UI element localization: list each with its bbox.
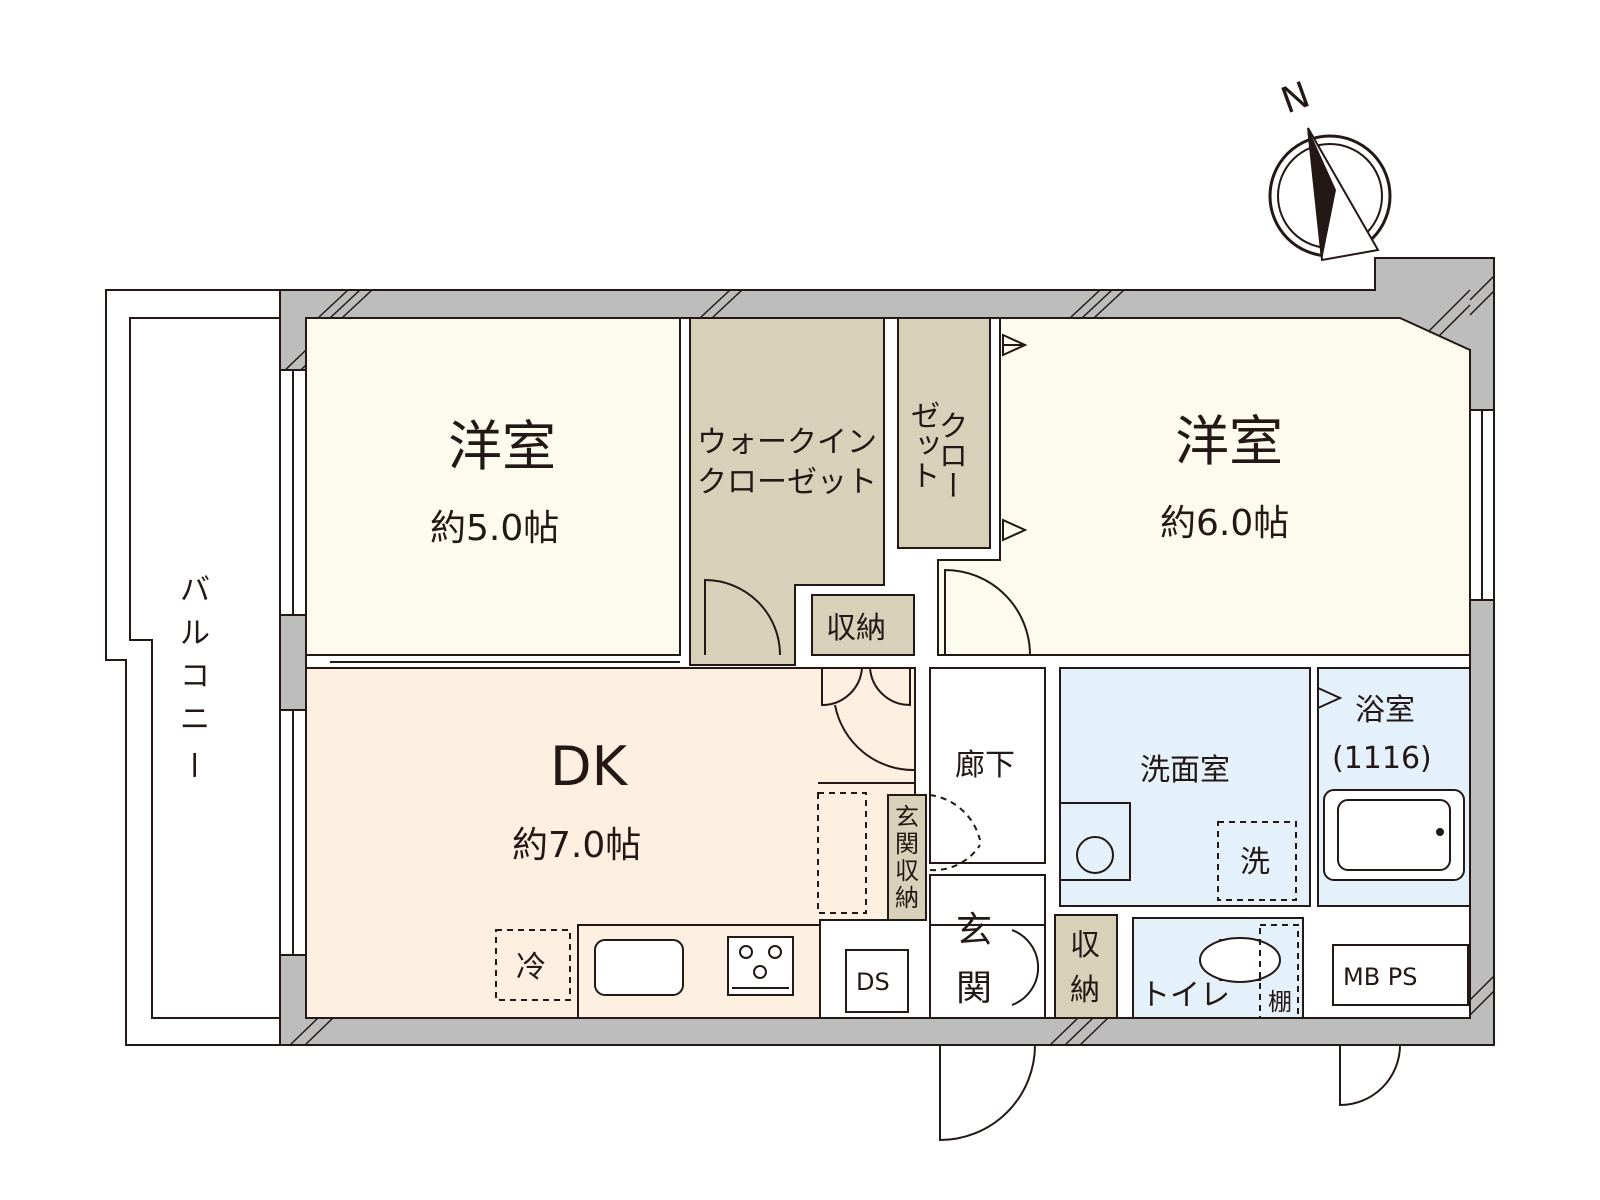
compass: N [1268,74,1392,262]
entrance [929,874,1046,1019]
stove [727,936,794,996]
storage-2-char2: 納 [1070,973,1100,1008]
dk-name: DK [550,735,629,798]
storage-1 [811,594,915,656]
bathroom-name: 浴室 [1355,693,1415,728]
shelf-label: 棚 [1268,988,1292,1016]
storage-2-char1: 収 [1070,928,1100,963]
walk-in-closet-line1: ウォークイン [697,425,877,460]
ds-label: DS [856,968,890,996]
washer-space [1217,821,1297,901]
bathtub [1323,789,1465,881]
fridge-space [495,929,571,1001]
storage-1-label: 収納 [826,611,886,646]
western-room-1 [305,317,681,656]
doors [704,333,1401,1142]
closet [897,317,991,549]
balcony-c2: ル [180,616,210,651]
balcony-c1: バ [180,573,210,608]
dk-storage [817,792,867,914]
hallway [929,667,1046,864]
balcony-c3: コ [180,659,210,694]
mbps-label: MB PS [1343,963,1418,991]
washbasin [1059,802,1131,881]
western-room-1-name: 洋室 [448,415,556,478]
entrance-storage-c4: 納 [895,884,919,912]
walk-in-closet [689,317,885,666]
entrance-char1: 玄 [956,910,992,951]
closet-col1: クロー [933,410,968,500]
fridge-label: 冷 [516,950,546,985]
entrance-char2: 関 [956,968,992,1009]
sink [594,939,684,996]
compass-north-label: N [1276,74,1315,122]
western-room-2 [937,317,1471,656]
toilet-fixture [1199,937,1281,983]
washroom-label: 洗面室 [1140,753,1230,788]
toilet-label: トイレ [1140,978,1230,1013]
western-room-1-size: 約5.0帖 [430,508,559,549]
dk-size: 約7.0帖 [512,825,641,866]
closet-col2: ゼット [905,400,940,490]
entrance-storage [887,794,927,921]
western-room-2-name: 洋室 [1175,410,1283,473]
mbps-box [1332,944,1469,1006]
walk-in-closet-line2: クローゼット [697,465,877,500]
entrance-storage-c2: 関 [895,830,919,858]
ds-box [845,949,909,1013]
entrance-storage-c1: 玄 [895,803,919,831]
western-room-2-size: 約6.0帖 [1160,503,1289,544]
balcony-c4: ニ [180,702,210,737]
hallway-label: 廊下 [955,748,1015,783]
balcony-c5: ー [175,750,210,780]
storage-2 [1054,914,1118,1019]
bathroom-size: (1116) [1332,741,1432,776]
entrance-storage-c3: 収 [895,857,919,885]
washer-label: 洗 [1240,845,1270,880]
